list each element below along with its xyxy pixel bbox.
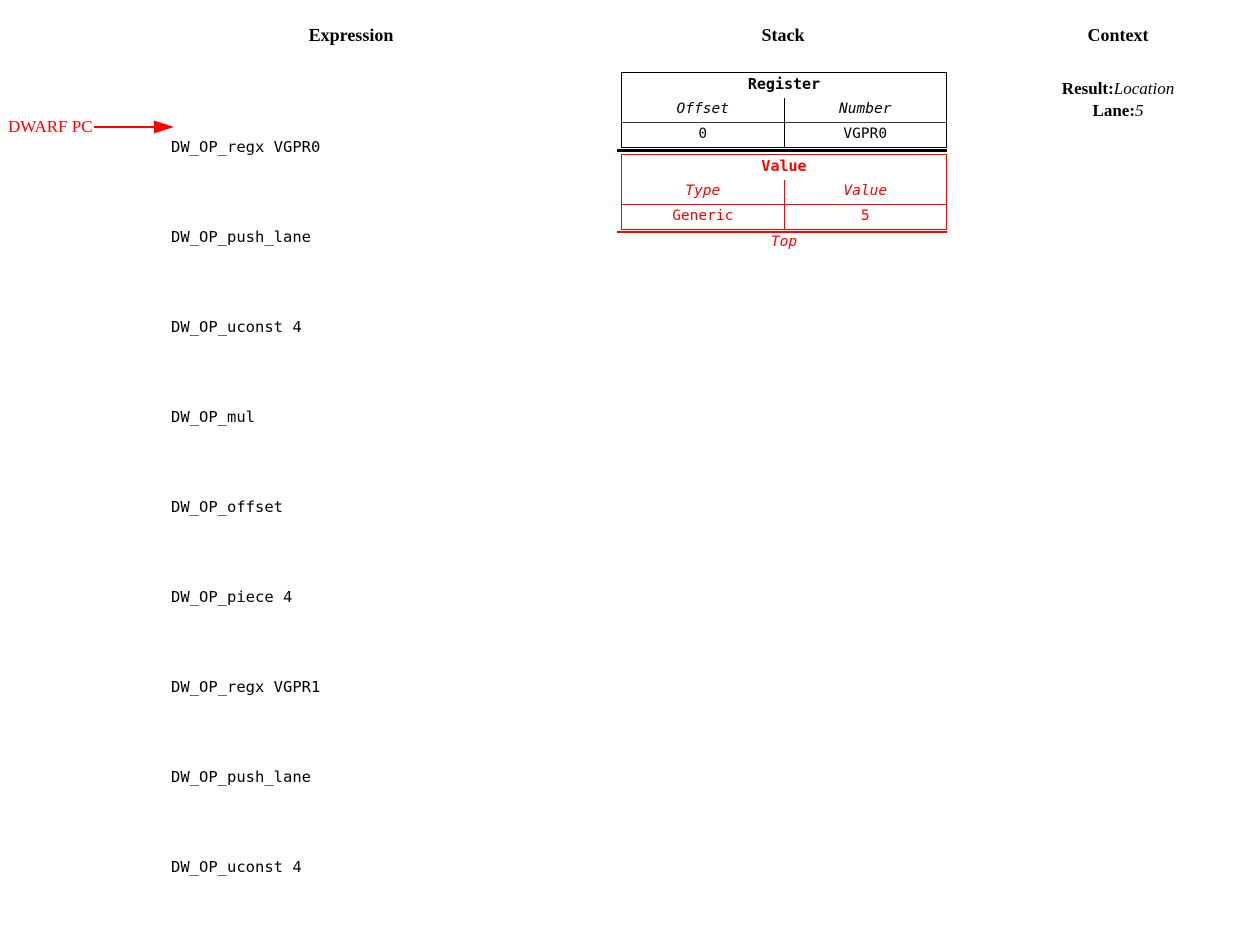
stack-entry-title: Register bbox=[747, 75, 821, 93]
context-item-lane: Lane:5 bbox=[1018, 100, 1218, 122]
expression-line: DW_OP_push_lane bbox=[171, 768, 311, 786]
column-heading-context: Context bbox=[1087, 25, 1149, 45]
expression-line: DW_OP_offset bbox=[171, 498, 283, 516]
expression-listing: DW_OP_regx VGPR0 DW_OP_push_lane DW_OP_u… bbox=[171, 72, 320, 936]
column-heading-expression: Expression bbox=[308, 25, 394, 45]
dwarf-pc-label: DWARF PC bbox=[8, 117, 93, 136]
stack-entry-value: Value Type Value Generic 5 bbox=[621, 154, 947, 231]
column-header: Offset bbox=[621, 97, 785, 123]
stack-entry-title: Value bbox=[761, 157, 807, 176]
expression-line: DW_OP_regx VGPR1 bbox=[171, 678, 321, 696]
cell-value: 0 bbox=[621, 122, 785, 148]
table-row: Offset Number bbox=[621, 97, 947, 123]
column-header: Number bbox=[784, 97, 947, 123]
table-row: Type Value bbox=[621, 179, 947, 205]
table-row: Value bbox=[622, 155, 947, 180]
table-row: Register bbox=[622, 73, 947, 98]
dwarf-pc-marker: DWARF PC bbox=[8, 118, 176, 135]
context-value: Location bbox=[1113, 79, 1175, 98]
column-heading-stack: Stack bbox=[761, 25, 805, 45]
stack-entry-separator-rule bbox=[617, 149, 947, 153]
column-header: Type bbox=[621, 179, 785, 205]
stack-area: Register Offset Number 0 VGPR0 Value Typ… bbox=[617, 72, 947, 251]
table-row: 0 VGPR0 bbox=[621, 122, 947, 148]
expression-line: DW_OP_mul bbox=[171, 408, 255, 426]
expression-line: DW_OP_push_lane bbox=[171, 228, 311, 246]
stack-top-rule bbox=[617, 231, 947, 234]
expression-line: DW_OP_regx VGPR0 bbox=[171, 138, 321, 156]
context-value: 5 bbox=[1135, 101, 1144, 120]
arrow-right-icon bbox=[93, 120, 174, 133]
expression-line: DW_OP_uconst 4 bbox=[171, 318, 302, 336]
stack-entry-register: Register Offset Number 0 VGPR0 bbox=[621, 72, 947, 149]
stack-top-label: Top bbox=[770, 234, 798, 251]
column-header: Value bbox=[784, 179, 947, 205]
expression-line: DW_OP_uconst 4 bbox=[171, 858, 302, 876]
context-key: Lane: bbox=[1092, 101, 1136, 120]
expression-line: DW_OP_piece 4 bbox=[171, 588, 293, 606]
cell-value: VGPR0 bbox=[843, 125, 888, 142]
cell-value: Generic bbox=[621, 204, 785, 230]
context-area: Result:Location Lane:5 bbox=[1018, 78, 1218, 122]
context-key: Result: bbox=[1061, 79, 1114, 98]
cell-value: 5 bbox=[860, 207, 870, 224]
table-row: Generic 5 bbox=[621, 204, 947, 230]
context-item-result: Result:Location bbox=[1018, 78, 1218, 100]
